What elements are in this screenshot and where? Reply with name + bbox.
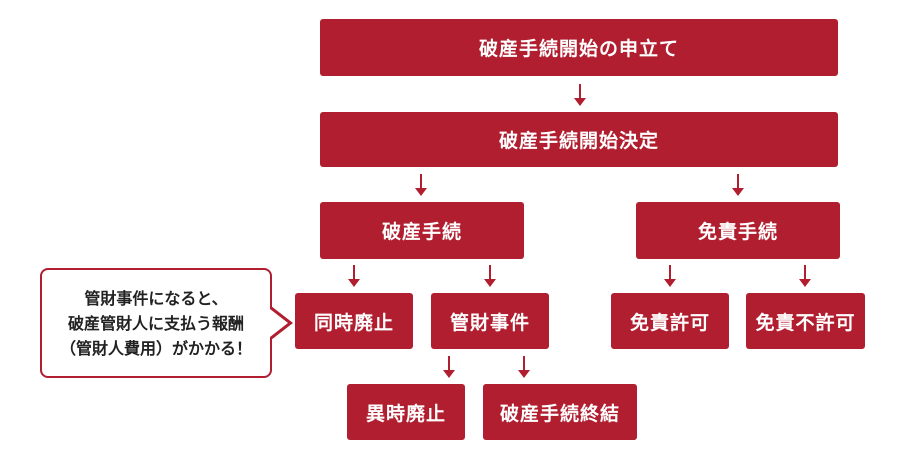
arrow-down-icon	[443, 356, 455, 378]
node-bankruptcy-procedure: 破産手続	[320, 202, 524, 259]
arrow-down-icon	[664, 265, 676, 287]
callout-note: 管財事件になると、 破産管財人に支払う報酬 （管財人費用）がかかる！	[40, 268, 272, 378]
arrow-down-icon	[799, 265, 811, 287]
node-application: 破産手続開始の申立て	[320, 19, 838, 76]
arrow-down-icon	[518, 356, 530, 378]
node-trustee-case: 管財事件	[431, 293, 549, 349]
node-bankruptcy-conclusion: 破産手続終結	[483, 384, 637, 440]
node-different-time-abolition: 異時廃止	[347, 384, 465, 440]
arrow-down-icon	[574, 84, 586, 106]
node-decision: 破産手続開始決定	[320, 112, 838, 167]
node-simultaneous-abolition: 同時廃止	[295, 293, 413, 349]
arrow-down-icon	[732, 174, 744, 196]
node-discharge-denied: 免責不許可	[746, 293, 865, 349]
node-discharge-procedure: 免責手続	[636, 202, 840, 259]
callout-line-2: 破産管財人に支払う報酬	[67, 313, 244, 333]
arrow-down-icon	[484, 265, 496, 287]
callout-line-1: 管財事件になると、	[84, 288, 228, 308]
arrow-down-icon	[415, 174, 427, 196]
callout-line-3: （管財人費用）がかかる！	[59, 338, 252, 358]
arrow-down-icon	[348, 265, 360, 287]
callout-pointer-fill	[270, 309, 288, 337]
node-discharge-granted: 免責許可	[611, 293, 729, 349]
